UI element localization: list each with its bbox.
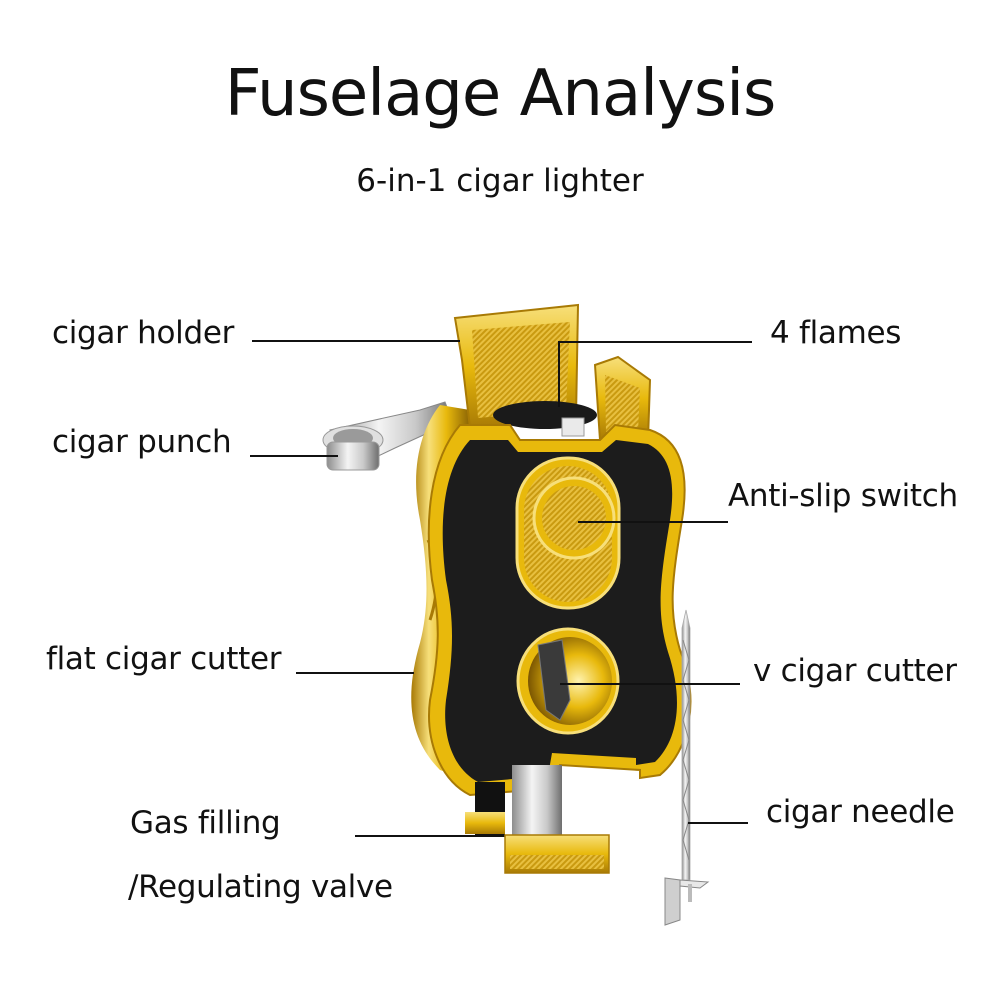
leader-line-cigar-needle [688, 822, 748, 824]
leader-line-cigar-holder [252, 340, 460, 342]
leader-line-gas-filling [355, 835, 475, 837]
label-gas-filling: Gas filling [130, 805, 281, 841]
label-anti-slip-switch: Anti-slip switch [728, 478, 958, 514]
leader-line-cigar-punch [250, 455, 338, 457]
page-title: Fuselage Analysis [224, 57, 777, 131]
leader-line-4-flames [558, 341, 752, 343]
leader-line-flat-cigar-cutter [296, 672, 414, 674]
leader-line-4-flames-drop [558, 341, 560, 407]
anti-slip-switch [515, 456, 621, 610]
cigar-punch [322, 401, 453, 471]
v-cigar-cutter [516, 627, 620, 735]
cigar-needle [664, 609, 710, 926]
label-cigar-needle: cigar needle [766, 794, 955, 830]
page-subtitle: 6-in-1 cigar lighter [356, 163, 644, 199]
leader-line-anti-slip-switch [578, 521, 728, 523]
label-cigar-holder: cigar holder [52, 315, 235, 351]
label-v-cigar-cutter: v cigar cutter [753, 653, 957, 689]
label-regulating-valve: /Regulating valve [128, 869, 393, 905]
leader-line-v-cigar-cutter [560, 683, 740, 685]
label-cigar-punch: cigar punch [52, 424, 232, 460]
label-flat-cigar-cutter: flat cigar cutter [46, 641, 282, 677]
label-4-flames: 4 flames [770, 315, 902, 351]
